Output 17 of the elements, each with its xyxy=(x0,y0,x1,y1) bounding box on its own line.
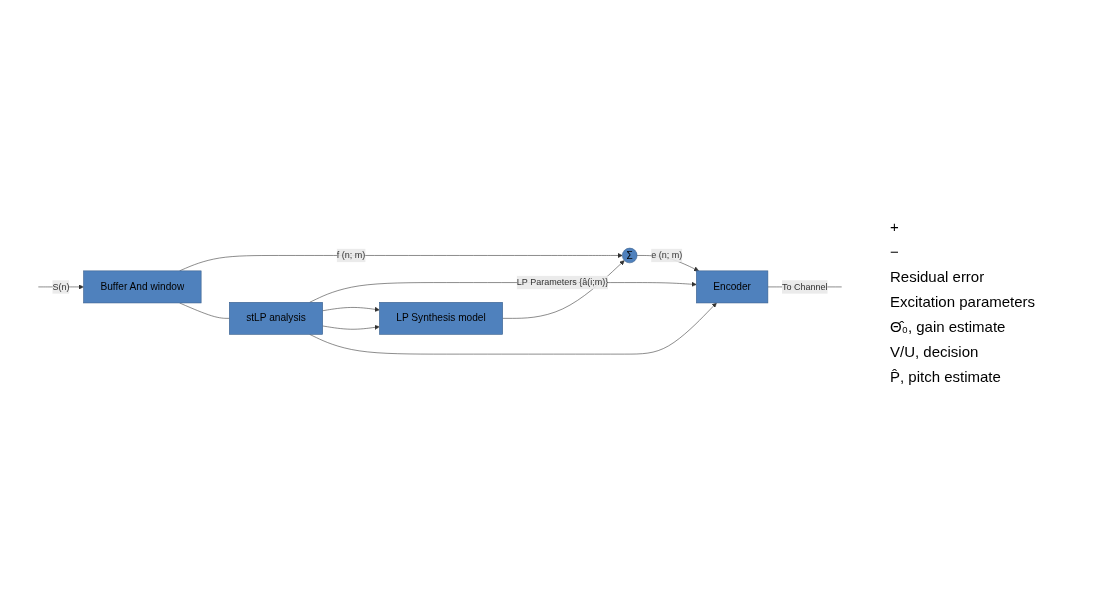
edge-label: f (n; m) xyxy=(336,250,366,260)
node-circle: Σ xyxy=(622,247,638,264)
note-label: + xyxy=(890,217,900,235)
edge-label: S(n) xyxy=(52,281,70,292)
note-label: V/U, decision xyxy=(890,342,980,360)
note-label: Θ̂₀, gain estimate xyxy=(890,317,1007,335)
node-box: stLP analysis xyxy=(229,302,323,335)
node-box: Buffer And window xyxy=(83,270,202,304)
note-label: Residual error xyxy=(890,267,986,285)
edge-label: LP Parameters {â(i;m)} xyxy=(516,277,609,288)
node-box: Encoder xyxy=(696,270,769,304)
edge-label: e (n; m) xyxy=(651,250,683,260)
note-label: Excitation parameters xyxy=(890,292,1037,310)
note-label: − xyxy=(890,242,900,260)
edge-label: To Channel xyxy=(781,281,828,292)
note-label: P̂, pitch estimate xyxy=(890,367,1002,385)
node-box: LP Synthesis model xyxy=(379,302,503,335)
